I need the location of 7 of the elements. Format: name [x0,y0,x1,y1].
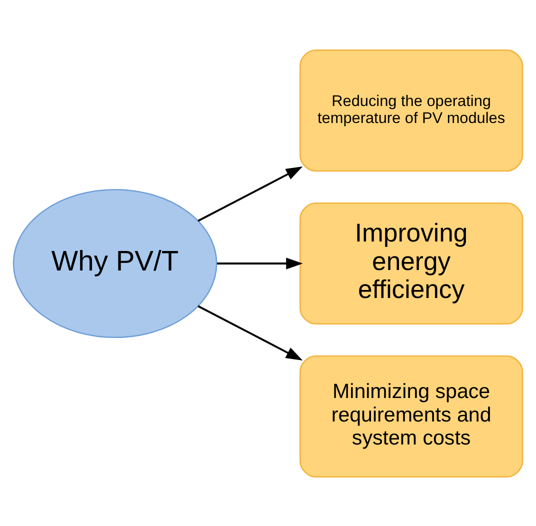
node-box: Reducing the operating temperature of PV modules [299,49,524,172]
arrow [198,304,303,360]
node-ellipse: Why PV/T [12,188,218,338]
arrow [198,166,303,222]
node-box: Improving energy efficiency [299,202,524,324]
node-box: Minimizing space requirements and system costs [299,354,524,477]
arrow [217,257,303,269]
